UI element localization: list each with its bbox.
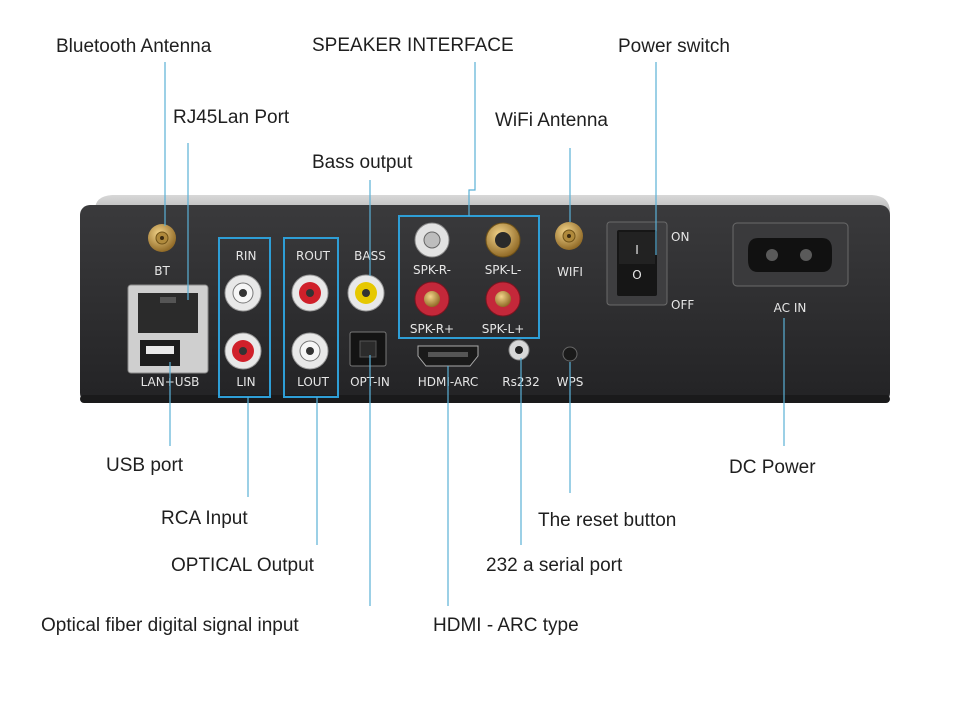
- switch-off-mark: O: [632, 268, 641, 282]
- spk-r-minus-terminal: [414, 222, 450, 258]
- ac-in-label: AC IN: [774, 301, 807, 315]
- leader-lines: [164, 62, 785, 606]
- rs232-port: [508, 339, 530, 361]
- lout-label: LOUT: [297, 375, 329, 389]
- switch-on-mark: I: [635, 243, 639, 257]
- lin-label: LIN: [236, 375, 255, 389]
- ac-inlet: [732, 222, 849, 287]
- callout-optical-input: Optical fiber digital signal input: [41, 615, 299, 636]
- lin-jack: [224, 332, 262, 370]
- callout-bass-output: Bass output: [312, 152, 413, 173]
- lout-jack: [291, 332, 329, 370]
- callout-dc-power: DC Power: [729, 457, 816, 478]
- device-body: [80, 195, 890, 403]
- optical-input-jack: [349, 331, 387, 367]
- power-switch: [606, 221, 668, 306]
- rout-jack: [291, 274, 329, 312]
- wps-button: [562, 346, 578, 362]
- rout-label: ROUT: [296, 249, 331, 263]
- callout-rj45-lan-port: RJ45Lan Port: [173, 107, 290, 128]
- callout-serial-port: 232 a serial port: [486, 555, 623, 576]
- panel-bottom-edge: [80, 395, 890, 403]
- spk-l-minus-terminal: [485, 222, 521, 258]
- callout-rca-input: RCA Input: [161, 508, 248, 529]
- hdmi-arc-port: [417, 345, 479, 367]
- wifi-label: WIFI: [557, 265, 583, 279]
- spk-r-plus-label: SPK-R+: [410, 322, 454, 336]
- leader-speaker: [468, 62, 476, 216]
- spk-r-plus-terminal: [414, 281, 450, 317]
- switch-off-label: OFF: [671, 298, 694, 312]
- rin-label: RIN: [236, 249, 257, 263]
- lan-usb-block: [127, 284, 209, 374]
- callout-reset-button: The reset button: [538, 510, 677, 531]
- spk-l-plus-terminal: [485, 281, 521, 317]
- rear-panel: [80, 205, 890, 403]
- callout-bluetooth-antenna: Bluetooth Antenna: [56, 36, 212, 57]
- rca-input-highlight: [218, 237, 271, 398]
- rca-output-highlight: [283, 237, 339, 398]
- callout-usb-port: USB port: [106, 455, 184, 476]
- spk-l-plus-label: SPK-L+: [482, 322, 525, 336]
- bt-label: BT: [154, 264, 170, 278]
- callout-optical-output: OPTICAL Output: [171, 555, 314, 576]
- callout-speaker-interface: SPEAKER INTERFACE: [312, 35, 514, 56]
- bass-jack: [347, 274, 385, 312]
- switch-on-label: ON: [671, 230, 689, 244]
- callout-power-switch: Power switch: [618, 36, 730, 57]
- spk-l-minus-label: SPK-L-: [485, 263, 522, 277]
- rin-jack: [224, 274, 262, 312]
- wifi-antenna-connector: [555, 222, 583, 250]
- bt-antenna-connector: [148, 224, 176, 252]
- callout-hdmi-arc-type: HDMI - ARC type: [433, 615, 579, 636]
- callout-wifi-antenna: WiFi Antenna: [495, 110, 608, 131]
- spk-r-minus-label: SPK-R-: [413, 263, 451, 277]
